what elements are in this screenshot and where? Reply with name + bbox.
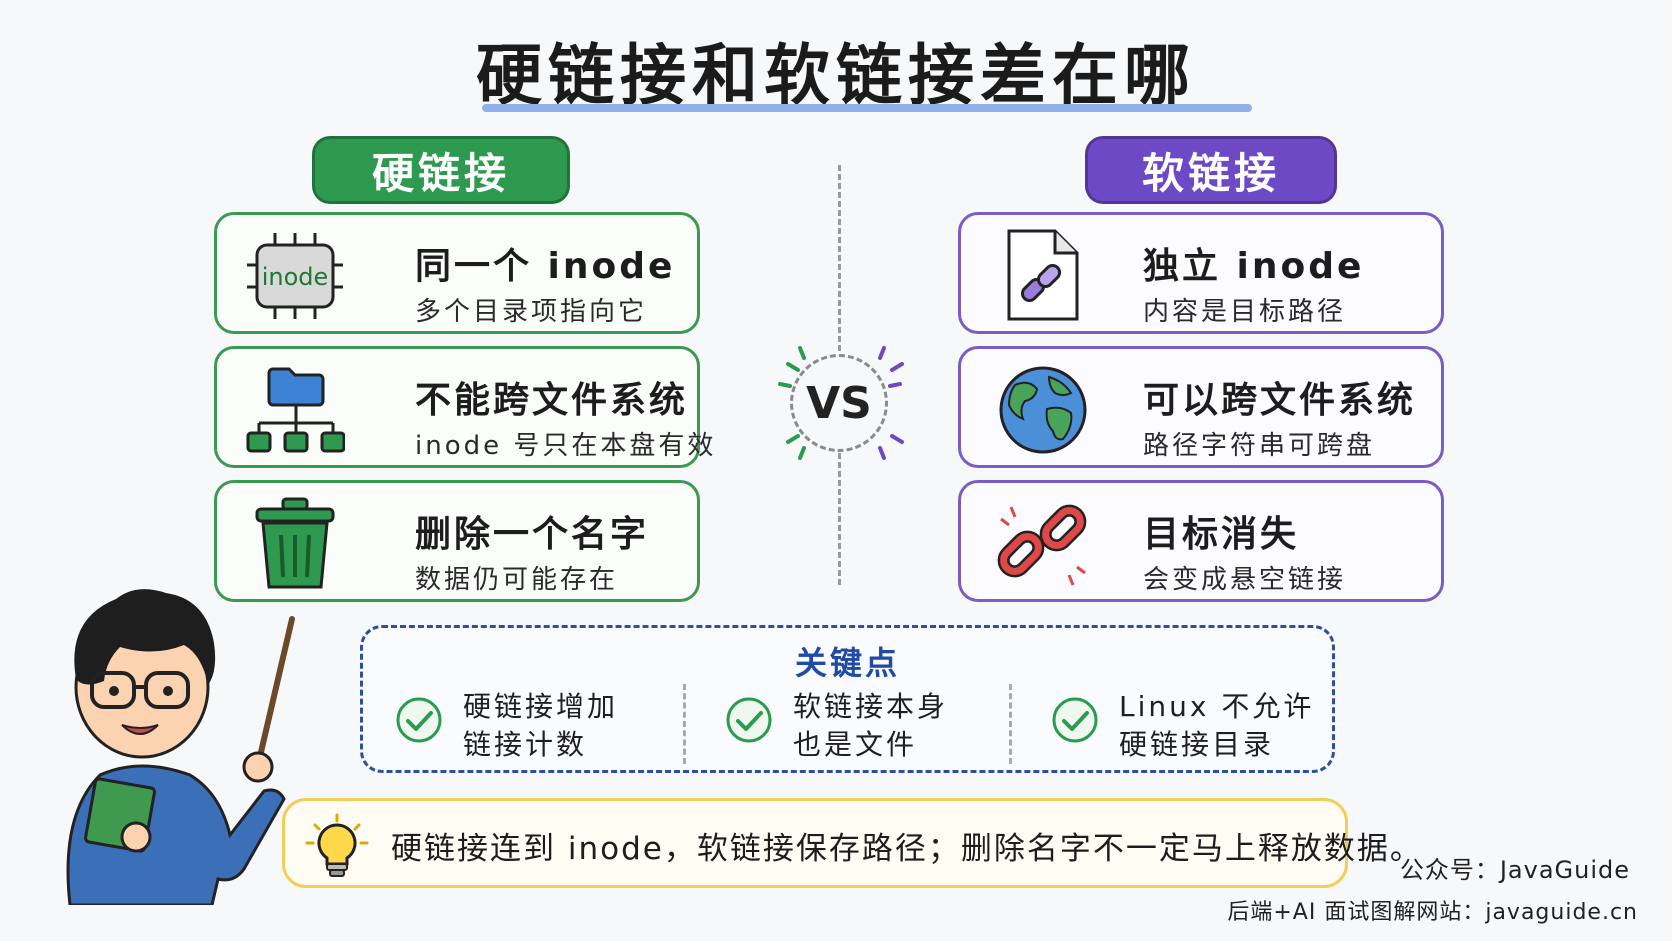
soft-card-cross-fs: 可以跨文件系统 路径字符串可跨盘 — [958, 346, 1444, 468]
soft-card-title: 独立 inode — [1143, 246, 1365, 287]
soft-card-own-inode: 独立 inode 内容是目标路径 — [958, 212, 1444, 334]
key-point-separator — [683, 684, 686, 764]
hard-link-header: 硬链接 — [312, 136, 570, 204]
soft-card-subtitle: 路径字符串可跨盘 — [1143, 431, 1376, 461]
key-point-line2: 硬链接目录 — [1119, 728, 1275, 761]
hard-card-title: 不能跨文件系统 — [415, 380, 689, 421]
hard-card-title: 同一个 inode — [415, 246, 676, 287]
soft-card-target-gone: 目标消失 会变成悬空链接 — [958, 480, 1444, 602]
title-underline — [482, 104, 1252, 112]
soft-card-subtitle: 内容是目标路径 — [1143, 297, 1347, 327]
key-point-line1: 软链接本身 — [793, 690, 949, 723]
hard-card-same-inode: inode 同一个 inode 多个目录项指向它 — [214, 212, 700, 334]
hard-card-subtitle: inode 号只在本盘有效 — [415, 431, 717, 461]
soft-card-subtitle: 会变成悬空链接 — [1143, 565, 1347, 595]
key-point: 硬链接增加 链接计数 — [395, 686, 675, 766]
check-circle-icon — [726, 697, 772, 743]
check-circle-icon — [396, 697, 442, 743]
broken-link-icon — [997, 504, 1087, 586]
inode-chip-label: inode — [262, 263, 329, 291]
footer-account: 公众号：JavaGuide — [1399, 856, 1630, 884]
hard-card-title: 删除一个名字 — [415, 514, 650, 555]
inode-chip-icon: inode — [247, 233, 343, 319]
tip-banner: 硬链接连到 inode，软链接保存路径；删除名字不一定马上释放数据。 — [282, 798, 1421, 888]
check-circle-icon — [1052, 697, 1098, 743]
tip-text: 硬链接连到 inode，软链接保存路径；删除名字不一定马上释放数据。 — [391, 831, 1423, 867]
trash-bin-icon — [255, 497, 335, 589]
globe-icon — [999, 366, 1087, 454]
folder-tree-icon — [246, 367, 345, 453]
lightbulb-icon — [305, 813, 369, 877]
key-points-title: 关键点 — [794, 644, 900, 682]
key-points-box: 关键点 硬链接增加 链接计数 软链接本身 也是文件 Linux 不允许 硬链接目… — [360, 625, 1335, 773]
key-point-line1: Linux 不允许 — [1119, 690, 1315, 723]
key-point-line2: 链接计数 — [463, 728, 588, 761]
key-point: Linux 不允许 硬链接目录 — [1051, 686, 1331, 766]
page-title: 硬链接和软链接差在哪 — [476, 37, 1196, 114]
key-point-line1: 硬链接增加 — [463, 690, 619, 723]
key-point-line2: 也是文件 — [793, 728, 918, 761]
teacher-character-illustration — [66, 589, 295, 905]
soft-card-title: 可以跨文件系统 — [1143, 380, 1417, 421]
key-point: 软链接本身 也是文件 — [725, 686, 1005, 766]
vs-sparks-icon — [778, 346, 904, 460]
key-point-separator — [1009, 684, 1012, 764]
hard-card-subtitle: 数据仍可能存在 — [415, 565, 619, 595]
hard-card-delete-name: 删除一个名字 数据仍可能存在 — [214, 480, 700, 602]
file-link-icon — [1007, 229, 1079, 321]
soft-card-title: 目标消失 — [1143, 514, 1300, 555]
soft-link-header: 软链接 — [1085, 136, 1337, 204]
hard-card-subtitle: 多个目录项指向它 — [415, 297, 648, 327]
footer-website: 后端+AI 面试图解网站：javaguide.cn — [1227, 900, 1638, 925]
hard-card-no-cross-fs: 不能跨文件系统 inode 号只在本盘有效 — [214, 346, 713, 468]
vs-badge: VS — [790, 354, 888, 452]
